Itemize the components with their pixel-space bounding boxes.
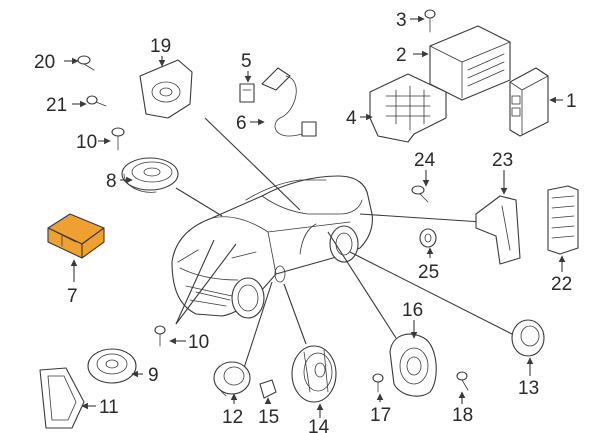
callout-8: 8 — [106, 171, 117, 192]
car-body — [171, 175, 373, 319]
speaker-part-9 — [87, 348, 137, 384]
screw-part-10-upper — [111, 127, 125, 151]
tweeter-housing-part-19 — [139, 59, 193, 119]
callout-12: 12 — [222, 407, 243, 428]
callout-7: 7 — [67, 286, 78, 307]
connector-part-5 — [239, 83, 255, 103]
callout-24: 24 — [414, 150, 436, 171]
wiring-harness-part-6 — [261, 67, 317, 137]
callout-17: 17 — [370, 405, 391, 426]
callout-6: 6 — [236, 113, 247, 134]
bracket-part-4 — [369, 73, 447, 143]
callout-arrows — [64, 15, 566, 418]
screw-part-3 — [424, 9, 436, 33]
screw-part-21 — [86, 95, 107, 107]
control-unit-part-2 — [429, 25, 511, 101]
callout-15: 15 — [258, 407, 279, 428]
speaker-cover-part-11 — [39, 367, 85, 429]
speaker-enclosure-part-16 — [389, 333, 437, 397]
callout-25: 25 — [418, 262, 439, 283]
callout-10-upper: 10 — [76, 132, 97, 153]
callout-13: 13 — [518, 378, 539, 399]
screw-part-24 — [411, 185, 429, 203]
clip-part-15 — [259, 379, 277, 399]
long-module-part-22 — [547, 185, 579, 255]
leader-lines — [175, 117, 513, 369]
screw-part-20 — [77, 55, 95, 71]
callout-23: 23 — [492, 150, 513, 171]
callout-14: 14 — [308, 417, 330, 433]
speaker-part-8 — [121, 157, 179, 193]
callout-3: 3 — [396, 10, 407, 31]
amplifier-unit-part-1 — [509, 67, 549, 137]
screw-part-18 — [456, 371, 469, 391]
grommet-part-25 — [419, 228, 437, 248]
callout-labels: 1 2 3 4 5 6 7 8 9 10 10 11 12 13 14 15 1… — [34, 10, 577, 433]
callout-1: 1 — [566, 91, 577, 112]
callout-22: 22 — [551, 274, 572, 295]
callout-16: 16 — [402, 300, 423, 321]
callout-21: 21 — [46, 95, 67, 116]
screw-part-10-lower — [154, 325, 166, 347]
callout-18: 18 — [452, 405, 473, 426]
tweeter-part-12 — [213, 361, 251, 397]
callout-20: 20 — [34, 52, 55, 73]
woofer-part-14 — [291, 345, 337, 403]
callout-10-lower: 10 — [188, 332, 209, 353]
bracket-part-23 — [475, 195, 521, 265]
callout-2: 2 — [396, 45, 407, 66]
callout-4: 4 — [346, 108, 357, 129]
tweeter-part-13 — [511, 319, 545, 357]
callout-5: 5 — [241, 51, 252, 72]
highlighted-module-part-7 — [47, 213, 105, 259]
callout-9: 9 — [148, 365, 159, 386]
callout-19: 19 — [150, 36, 171, 57]
callout-11: 11 — [99, 397, 119, 418]
screw-part-17 — [372, 373, 384, 393]
